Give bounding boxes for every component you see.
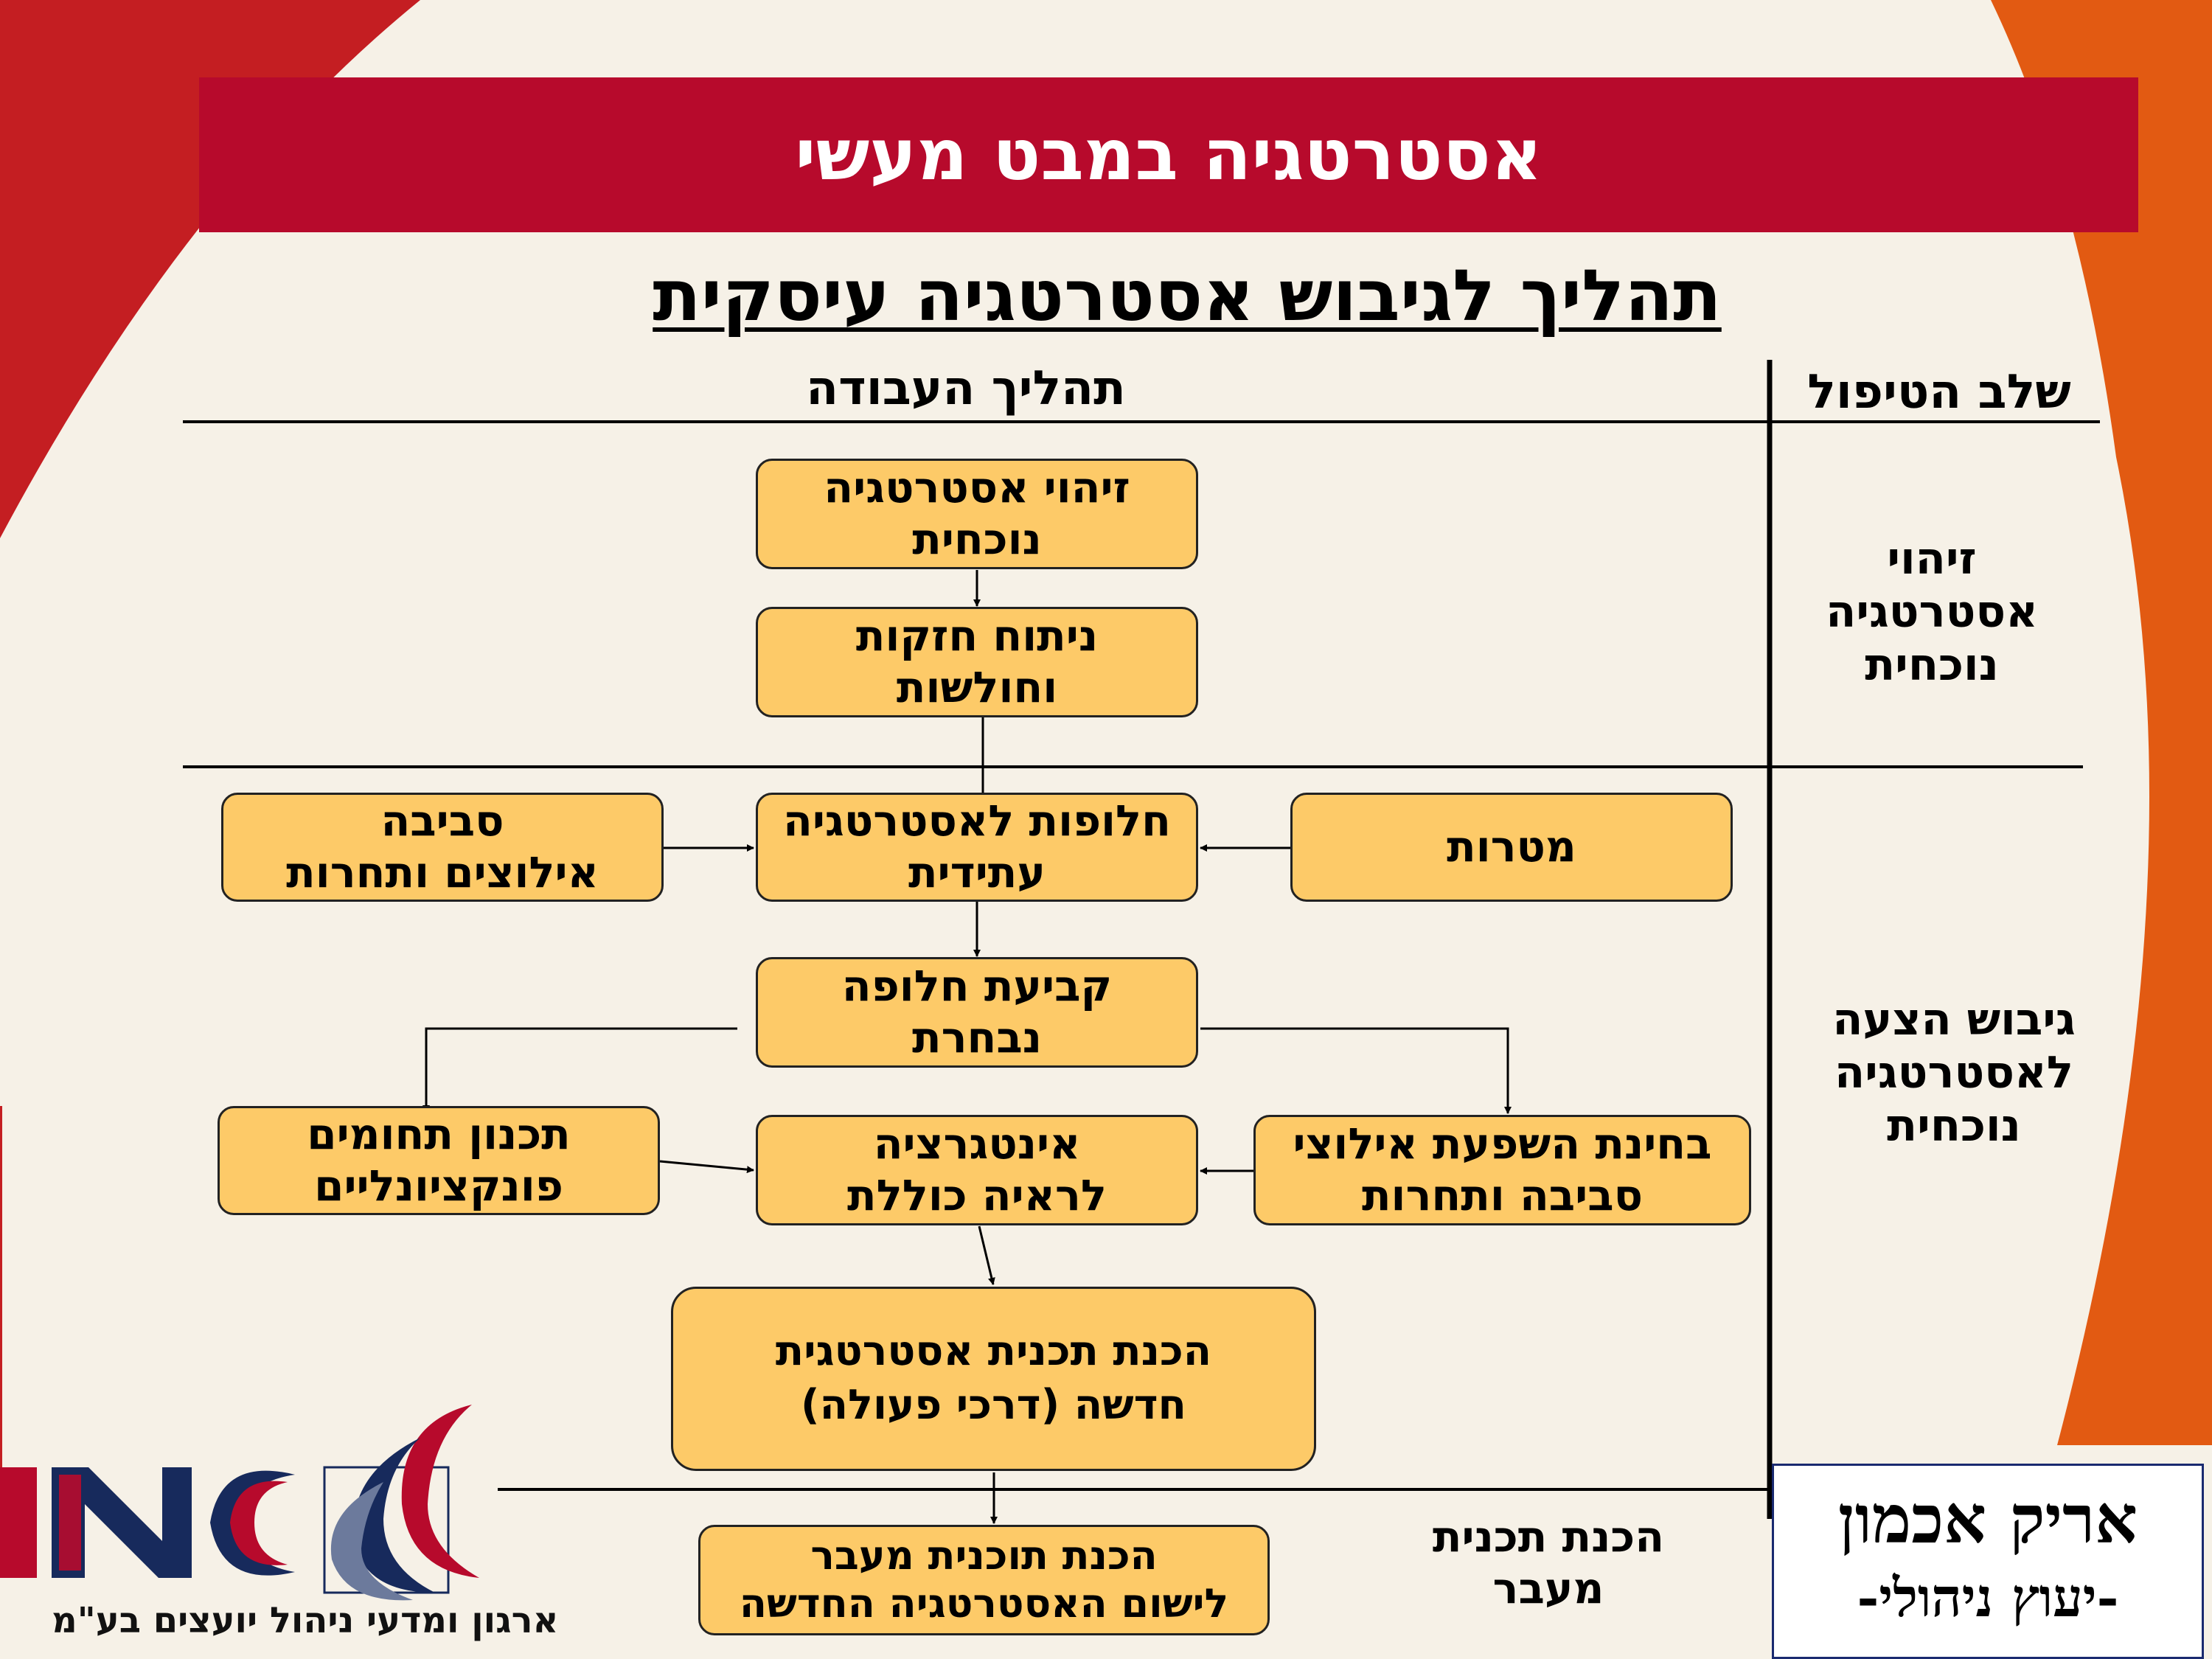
left-edge-accent — [0, 1106, 2, 1475]
arrow-functional-to-integration — [659, 1160, 754, 1174]
title-bar — [199, 77, 2138, 232]
box-choose-alternative: קביעת חלופה נבחרת — [756, 957, 1198, 1068]
diagram-title: תהליך לגיבוש אסטרטגיה עיסקית — [653, 254, 1722, 337]
box-environment-constraints: סביבה אילוצים ותחרות — [221, 793, 664, 902]
crescent-grey — [330, 1482, 413, 1601]
consultant-role: -יעוץ ניהולי- — [1857, 1566, 2119, 1629]
inc-logo-mark — [0, 1467, 295, 1578]
consultant-name: אריק אכמון — [1837, 1481, 2138, 1559]
crescent-red — [401, 1405, 479, 1578]
box-future-strategy-alternatives: חלופות לאסטרטגיה עתידית — [756, 793, 1198, 902]
box-new-strategic-plan: הכנת תכנית אסטרטגית חדשה (דרכי פעולה) — [671, 1287, 1316, 1471]
process-column-header: תהליך העבודה — [806, 361, 1126, 416]
arrow-integration-to-plan — [978, 1225, 995, 1285]
stage-label-identify: זיהוי אסטרטגיה נוכחית — [1826, 533, 2038, 691]
arrow-choice-to-constraints — [1200, 1027, 1512, 1114]
box-identify-current-strategy: זיהוי אסטרטגיה נוכחית — [756, 459, 1198, 569]
box-functional-planning: תכנון תחומים פונקציונליים — [218, 1106, 660, 1215]
company-logo — [0, 1405, 479, 1601]
box-goals: מטרות — [1290, 793, 1733, 902]
stage-label-transition: הכנת תכנית מעבר — [1432, 1512, 1665, 1613]
crescent-navy — [353, 1438, 435, 1593]
stage-label-formulate: גיבוש הצעה לאסטרטגיה נוכחית — [1832, 994, 2076, 1152]
box-integration: אינטגרציה לראיה כוללת — [756, 1115, 1198, 1225]
stage-column-header: שלב הטיפול — [1807, 365, 2071, 420]
consultant-card: אריק אכמון -יעוץ ניהולי- — [1772, 1464, 2204, 1659]
corner-shape-top-left — [0, 0, 420, 538]
corner-shape-right — [1991, 0, 2212, 1445]
company-name: ארגון ומדעי ניהול יועצים בע"מ — [52, 1600, 559, 1641]
arrow-choice-to-functional — [422, 1027, 737, 1113]
slide-title: אסטרטגיה במבט מעשי — [795, 114, 1543, 196]
box-strengths-weaknesses-analysis: ניתוח חזקות וחולשות — [756, 607, 1198, 717]
box-transition-plan: הכנת תוכנית מעבר לישום האסטרטגיה החדשה — [698, 1525, 1270, 1635]
box-constraints-impact: בחינת השפעת אילוצי סביבה ותחרות — [1253, 1115, 1751, 1225]
